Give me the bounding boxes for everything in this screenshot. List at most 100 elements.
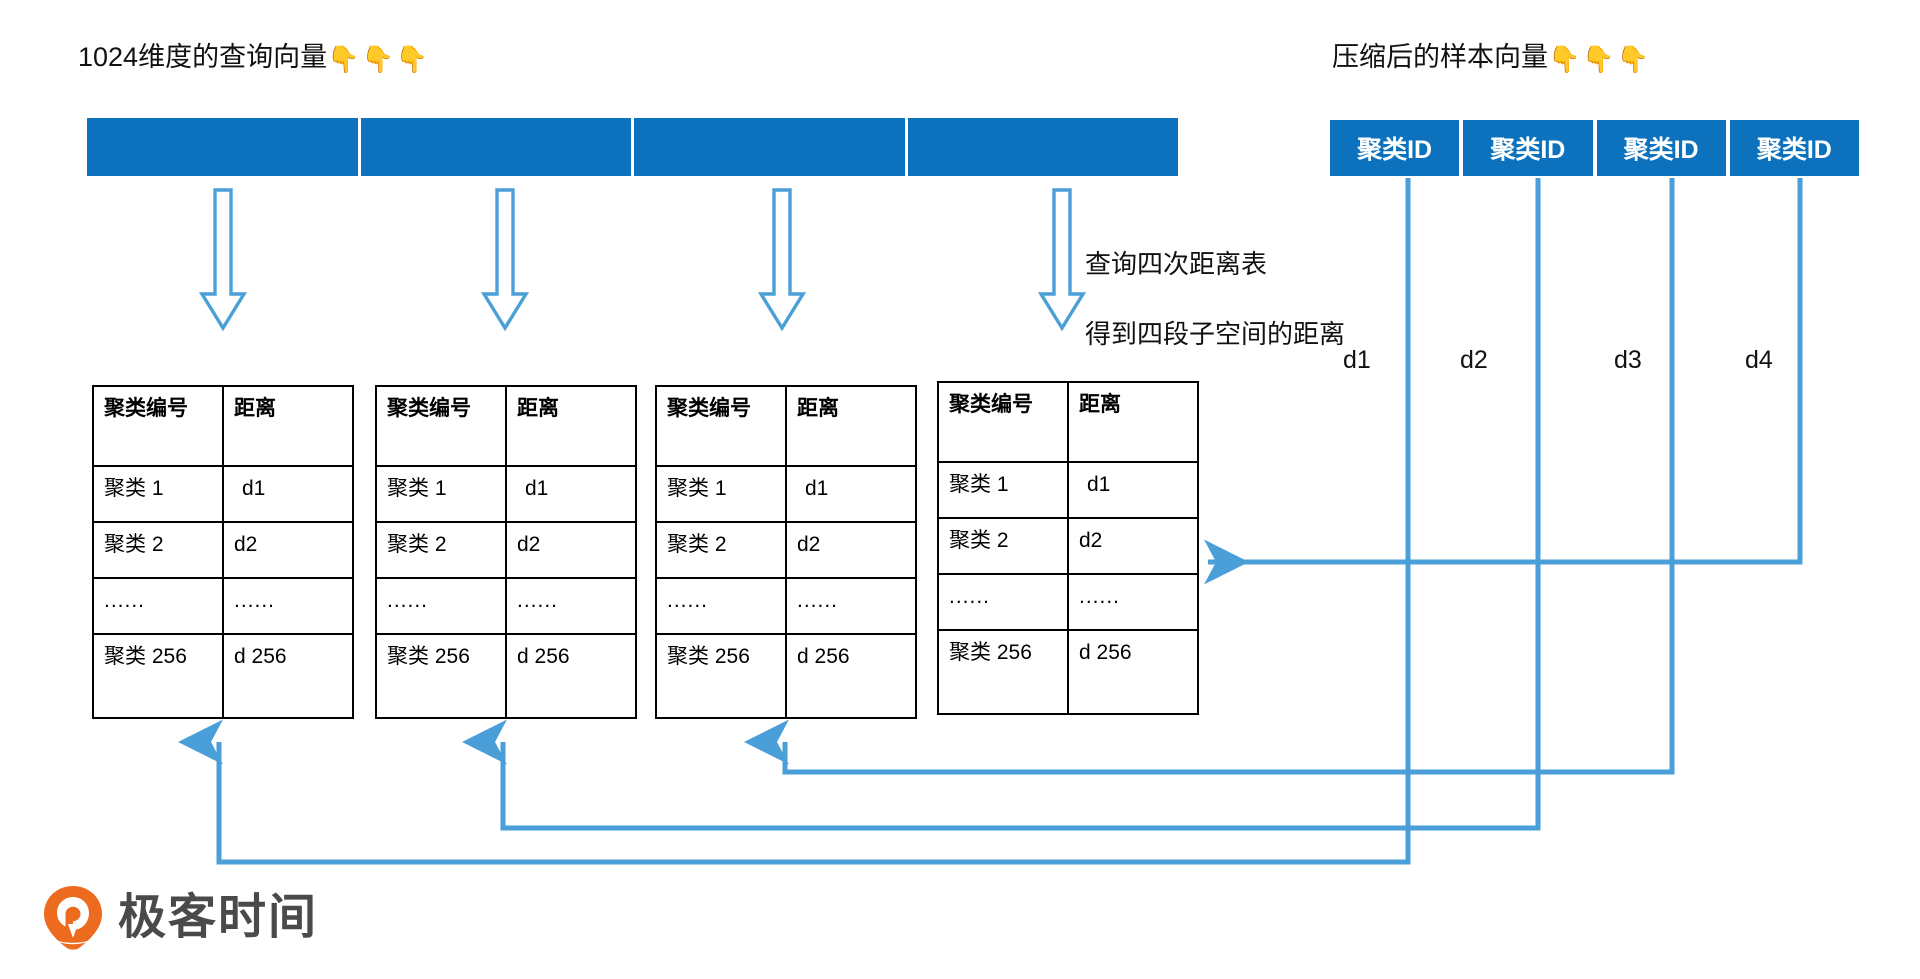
table-row: 聚类 2 d2 [655, 521, 917, 579]
distance-table: 聚类编号 距离 聚类 1 d1 聚类 2 d2 ...... ...... 聚类… [937, 381, 1199, 715]
cluster-id-box-1: 聚类ID [1330, 120, 1460, 176]
cell-cluster: 聚类 1 [655, 465, 787, 523]
cell-distance: d1 [1067, 461, 1199, 519]
distance-label-d4: d4 [1745, 346, 1773, 374]
pointing-down-icon-group-right: 👇👇👇 [1548, 44, 1652, 74]
cell-cluster: 聚类 2 [92, 521, 224, 579]
table-row: ...... ...... [937, 573, 1199, 631]
pointing-down-icon-group-left: 👇👇👇 [327, 44, 431, 74]
connector-box3-to-table3 [744, 178, 1675, 775]
table-row: 聚类 256 d 256 [92, 633, 354, 719]
cell-cluster: 聚类 1 [937, 461, 1069, 519]
cluster-id-box-3: 聚类ID [1596, 120, 1726, 176]
cell-cluster: 聚类 1 [375, 465, 507, 523]
query-vector-segment-4 [907, 118, 1178, 176]
query-vector-bar [87, 118, 1178, 176]
cell-distance: d1 [785, 465, 917, 523]
distance-table-1: 聚类编号 距离 聚类 1 d1 聚类 2 d2 ...... ...... 聚类… [92, 385, 354, 719]
table-row: 聚类 2 d2 [92, 521, 354, 579]
table-row: 聚类 2 d2 [375, 521, 637, 579]
table-row: 聚类 1 d1 [937, 461, 1199, 519]
table-row: ...... ...... [375, 577, 637, 635]
header-distance: 距离 [785, 385, 917, 467]
header-cluster-id: 聚类编号 [92, 385, 224, 467]
cell-distance-ellipsis: ...... [505, 577, 637, 635]
header-cluster-id: 聚类编号 [375, 385, 507, 467]
cell-distance: d 256 [785, 633, 917, 719]
down-block-arrow-4 [1037, 188, 1087, 332]
table-row: 聚类 1 d1 [655, 465, 917, 523]
header-cluster-id: 聚类编号 [937, 381, 1069, 463]
cell-cluster: 聚类 2 [375, 521, 507, 579]
down-block-arrow-2 [480, 188, 530, 332]
distance-table: 聚类编号 距离 聚类 1 d1 聚类 2 d2 ...... ...... 聚类… [655, 385, 917, 719]
query-vector-heading: 1024维度的查询向量👇👇👇 [78, 42, 431, 74]
cell-cluster-ellipsis: ...... [655, 577, 787, 635]
cell-distance: d 256 [1067, 629, 1199, 715]
cell-distance-ellipsis: ...... [785, 577, 917, 635]
distance-table-3: 聚类编号 距离 聚类 1 d1 聚类 2 d2 ...... ...... 聚类… [655, 385, 917, 719]
cell-distance: d2 [1067, 517, 1199, 575]
cell-cluster: 聚类 2 [937, 517, 1069, 575]
annotation-line-2: 得到四段子空间的距离 [1085, 319, 1346, 350]
connector-box2-to-table2 [462, 178, 1541, 831]
cell-cluster: 聚类 256 [937, 629, 1069, 715]
cell-distance: d2 [222, 521, 354, 579]
table-row: 聚类 2 d2 [937, 517, 1199, 575]
cell-distance: d2 [505, 521, 637, 579]
distance-label-d2: d2 [1460, 346, 1488, 374]
header-cluster-id: 聚类编号 [655, 385, 787, 467]
query-vector-heading-text: 1024维度的查询向量 [78, 42, 328, 72]
cell-cluster-ellipsis: ...... [375, 577, 507, 635]
down-block-arrow-1 [198, 188, 248, 332]
brand-logo: 极客时间 [42, 884, 318, 952]
geektime-mark-icon [44, 886, 102, 950]
connector-box4-to-table4 [1203, 178, 1803, 585]
cell-distance: d2 [785, 521, 917, 579]
distance-table: 聚类编号 距离 聚类 1 d1 聚类 2 d2 ...... ...... 聚类… [92, 385, 354, 719]
cell-distance: d1 [222, 465, 354, 523]
compressed-vector-boxes: 聚类ID 聚类ID 聚类ID 聚类ID [1330, 120, 1859, 176]
compressed-vector-heading-text: 压缩后的样本向量 [1332, 42, 1548, 72]
table-row: 聚类 1 d1 [92, 465, 354, 523]
cell-cluster: 聚类 256 [655, 633, 787, 719]
cell-cluster-ellipsis: ...... [937, 573, 1069, 631]
cell-cluster: 聚类 2 [655, 521, 787, 579]
header-distance: 距离 [505, 385, 637, 467]
header-distance: 距离 [1067, 381, 1199, 463]
brand-logo-text: 极客时间 [118, 891, 319, 944]
distance-label-d3: d3 [1614, 346, 1642, 374]
cell-distance: d 256 [505, 633, 637, 719]
compressed-vector-heading: 压缩后的样本向量👇👇👇 [1332, 42, 1652, 74]
cell-cluster-ellipsis: ...... [92, 577, 224, 635]
table-row: ...... ...... [655, 577, 917, 635]
header-distance: 距离 [222, 385, 354, 467]
table-row: 聚类 1 d1 [375, 465, 637, 523]
query-vector-segment-3 [634, 118, 905, 176]
cluster-id-box-2: 聚类ID [1463, 120, 1593, 176]
distance-table: 聚类编号 距离 聚类 1 d1 聚类 2 d2 ...... ...... 聚类… [375, 385, 637, 719]
query-vector-segment-1 [87, 118, 358, 176]
table-row: ...... ...... [92, 577, 354, 635]
cell-distance: d1 [505, 465, 637, 523]
table-row: 聚类 256 d 256 [655, 633, 917, 719]
cell-cluster: 聚类 1 [92, 465, 224, 523]
down-block-arrow-3 [757, 188, 807, 332]
table-row: 聚类 256 d 256 [375, 633, 637, 719]
table-header-row: 聚类编号 距离 [655, 385, 917, 467]
cell-distance: d 256 [222, 633, 354, 719]
table-header-row: 聚类编号 距离 [375, 385, 637, 467]
distance-table-2: 聚类编号 距离 聚类 1 d1 聚类 2 d2 ...... ...... 聚类… [375, 385, 637, 719]
table-header-row: 聚类编号 距离 [92, 385, 354, 467]
cell-cluster: 聚类 256 [92, 633, 224, 719]
distance-label-d1: d1 [1343, 346, 1371, 374]
cluster-id-box-4: 聚类ID [1729, 120, 1859, 176]
annotation-text: 查询四次距离表 得到四段子空间的距离 [1085, 212, 1345, 387]
connector-box1-to-table1 [178, 178, 1411, 865]
table-header-row: 聚类编号 距离 [937, 381, 1199, 463]
cell-cluster: 聚类 256 [375, 633, 507, 719]
distance-table-4: 聚类编号 距离 聚类 1 d1 聚类 2 d2 ...... ...... 聚类… [937, 381, 1199, 715]
annotation-line-1: 查询四次距离表 [1085, 249, 1268, 280]
cell-distance-ellipsis: ...... [1067, 573, 1199, 631]
